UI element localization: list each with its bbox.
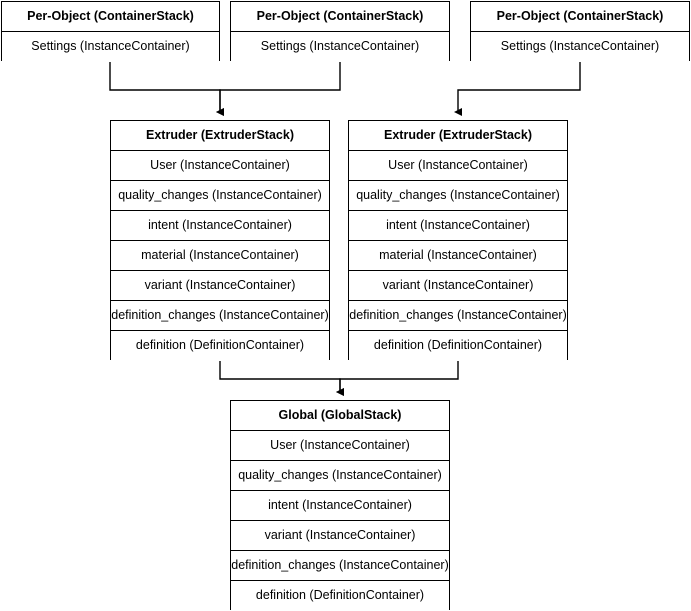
edge-po3-to-extruder2 [454,61,581,116]
container-row[interactable]: definition_changes (InstanceContainer) [111,301,329,331]
stack-box-extruder-2[interactable]: Extruder (ExtruderStack)User (InstanceCo… [348,120,568,361]
container-row[interactable]: variant (InstanceContainer) [111,271,329,301]
edge-extruder2-to-global [336,360,459,396]
container-row[interactable]: quality_changes (InstanceContainer) [111,181,329,211]
edge-po1-to-extruder1 [109,61,224,116]
stack-header-per-object-1: Per-Object (ContainerStack) [2,2,219,32]
stack-header-global: Global (GlobalStack) [231,401,449,431]
container-row[interactable]: material (InstanceContainer) [111,241,329,271]
stack-box-per-object-2[interactable]: Per-Object (ContainerStack)Settings (Ins… [230,1,450,62]
container-row[interactable]: definition (DefinitionContainer) [111,331,329,361]
container-row[interactable]: definition_changes (InstanceContainer) [231,551,449,581]
stack-header-per-object-3: Per-Object (ContainerStack) [471,2,689,32]
stack-header-extruder-2: Extruder (ExtruderStack) [349,121,567,151]
container-row[interactable]: Settings (InstanceContainer) [231,32,449,62]
stack-header-per-object-2: Per-Object (ContainerStack) [231,2,449,32]
container-row[interactable]: quality_changes (InstanceContainer) [349,181,567,211]
container-row[interactable]: variant (InstanceContainer) [231,521,449,551]
container-row[interactable]: User (InstanceContainer) [349,151,567,181]
container-row[interactable]: Settings (InstanceContainer) [471,32,689,62]
container-row[interactable]: intent (InstanceContainer) [231,491,449,521]
stack-box-per-object-3[interactable]: Per-Object (ContainerStack)Settings (Ins… [470,1,690,62]
container-row[interactable]: intent (InstanceContainer) [349,211,567,241]
edge-po2-to-extruder1 [216,61,341,116]
container-row[interactable]: definition (DefinitionContainer) [349,331,567,361]
container-row[interactable]: definition_changes (InstanceContainer) [349,301,567,331]
stack-box-global[interactable]: Global (GlobalStack)User (InstanceContai… [230,400,450,611]
stack-header-extruder-1: Extruder (ExtruderStack) [111,121,329,151]
stack-box-extruder-1[interactable]: Extruder (ExtruderStack)User (InstanceCo… [110,120,330,361]
container-row[interactable]: material (InstanceContainer) [349,241,567,271]
container-row[interactable]: User (InstanceContainer) [231,431,449,461]
container-row[interactable]: User (InstanceContainer) [111,151,329,181]
container-row[interactable]: definition (DefinitionContainer) [231,581,449,611]
container-row[interactable]: variant (InstanceContainer) [349,271,567,301]
container-row[interactable]: intent (InstanceContainer) [111,211,329,241]
container-row[interactable]: quality_changes (InstanceContainer) [231,461,449,491]
stack-box-per-object-1[interactable]: Per-Object (ContainerStack)Settings (Ins… [1,1,220,62]
container-row[interactable]: Settings (InstanceContainer) [2,32,219,62]
edge-extruder1-to-global [219,360,344,396]
